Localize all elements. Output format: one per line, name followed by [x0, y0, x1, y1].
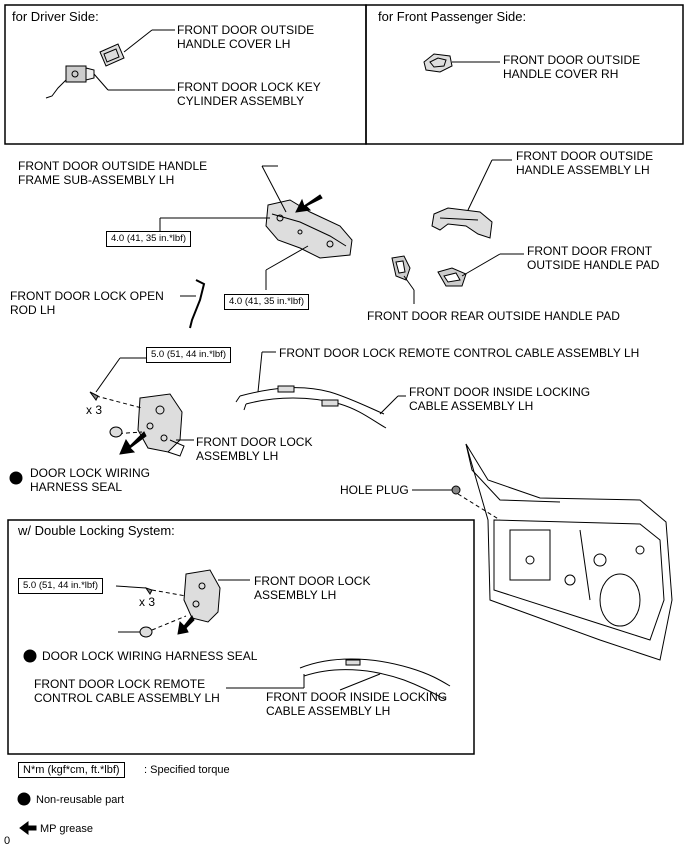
door-lock-label: FRONT DOOR LOCK ASSEMBLY LH: [196, 435, 313, 463]
double-locking-panel: [7, 519, 475, 755]
grease-arrow-double: [177, 615, 195, 635]
inside-cable-label: FRONT DOOR INSIDE LOCKING CABLE ASSEMBLY…: [409, 385, 591, 413]
screw-quantity: x 3: [86, 403, 103, 417]
wiring-seal-label: DOOR LOCK WIRING HARNESS SEAL: [30, 466, 151, 494]
front-pad-label: FRONT DOOR FRONT OUTSIDE HANDLE PAD: [527, 244, 660, 272]
key-cylinder-label: FRONT DOOR LOCK KEY CYLINDER ASSEMBLY: [177, 80, 321, 108]
nonreusable-mark-double: [23, 649, 37, 663]
double-seal-part: [139, 626, 153, 638]
screw-part: [89, 391, 99, 401]
wiring-seal-part: [109, 426, 123, 438]
hole-plug-part: [451, 485, 461, 495]
remote-cable-part: [235, 385, 387, 429]
outside-handle-label: FRONT DOOR OUTSIDE HANDLE ASSEMBLY LH: [516, 149, 654, 177]
legend-torque-text: : Specified torque: [144, 764, 230, 776]
handle-frame-part: [265, 199, 353, 259]
legend-torque-box: N*m (kgf*cm, ft.*lbf): [18, 762, 125, 778]
double-lock-part: [183, 569, 221, 623]
door-lock-part: [137, 393, 185, 457]
handle-cover-rh-part: [423, 53, 453, 73]
hole-plug-label: HOLE PLUG: [340, 483, 409, 497]
outside-handle-cover-rh-label: FRONT DOOR OUTSIDE HANDLE COVER RH: [503, 53, 641, 81]
driver-side-heading: for Driver Side:: [12, 9, 99, 24]
double-remote-label: FRONT DOOR LOCK REMOTE CONTROL CABLE ASS…: [34, 677, 220, 705]
passenger-side-panel: [365, 4, 684, 145]
legend-grease-arrow: [19, 821, 37, 835]
double-lock-label: FRONT DOOR LOCK ASSEMBLY LH: [254, 574, 371, 602]
torque-box-b: 4.0 (41, 35 in.*lbf): [224, 294, 309, 310]
torque-box-a: 4.0 (41, 35 in.*lbf): [106, 231, 191, 247]
remote-cable-label: FRONT DOOR LOCK REMOTE CONTROL CABLE ASS…: [279, 346, 640, 360]
double-seal-label: DOOR LOCK WIRING HARNESS SEAL: [42, 649, 258, 663]
passenger-side-heading: for Front Passenger Side:: [378, 9, 527, 24]
double-screw-quantity: x 3: [139, 595, 156, 609]
double-locking-heading: w/ Double Locking System:: [18, 523, 175, 538]
handle-cover-lh-part: [99, 43, 125, 67]
double-cables-part: [299, 658, 451, 701]
lock-open-rod-part: [189, 279, 206, 329]
handle-frame-label: FRONT DOOR OUTSIDE HANDLE FRAME SUB-ASSE…: [18, 159, 208, 187]
double-torque-box: 5.0 (51, 44 in.*lbf): [18, 578, 103, 594]
outside-handle-part: [431, 207, 493, 239]
legend-nonreusable-dot: [17, 792, 31, 806]
door-panel-part: [465, 443, 673, 661]
nonreusable-mark-seal: [9, 471, 23, 485]
grease-arrow-frame: [295, 194, 323, 213]
corner-mark: 0: [4, 835, 11, 847]
grease-arrow-lock: [119, 431, 147, 455]
outside-handle-cover-lh-label: FRONT DOOR OUTSIDE HANDLE COVER LH: [177, 23, 315, 51]
key-cylinder-part: [45, 65, 95, 99]
legend-grease-text: MP grease: [40, 823, 93, 835]
double-inside-label: FRONT DOOR INSIDE LOCKING CABLE ASSEMBLY…: [266, 690, 448, 718]
rear-pad-label: FRONT DOOR REAR OUTSIDE HANDLE PAD: [367, 309, 620, 323]
legend-nonreusable-text: Non-reusable part: [36, 794, 125, 806]
torque-box-c: 5.0 (51, 44 in.*lbf): [146, 347, 231, 363]
lock-open-rod-label: FRONT DOOR LOCK OPEN ROD LH: [10, 289, 164, 317]
